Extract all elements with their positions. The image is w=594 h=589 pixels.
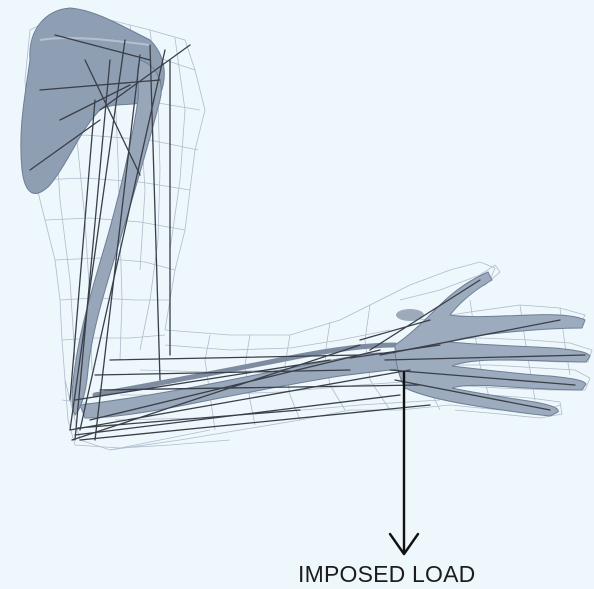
- imposed-load-label: IMPOSED LOAD: [298, 561, 568, 588]
